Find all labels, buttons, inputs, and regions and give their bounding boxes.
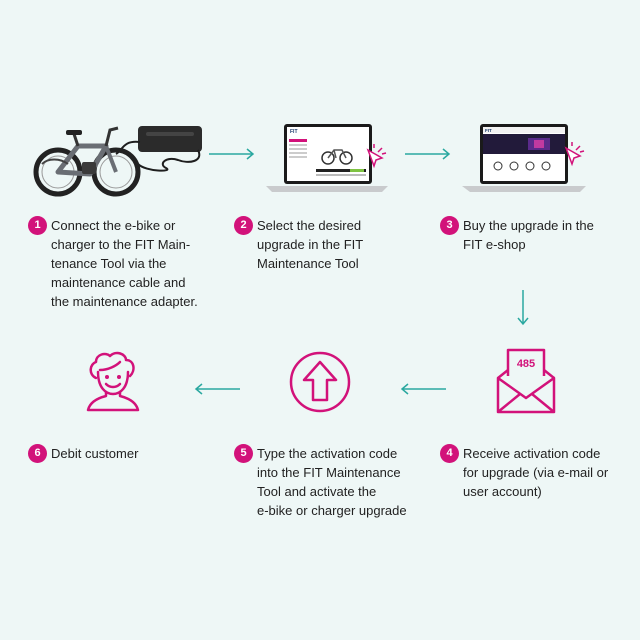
arrow-right-1 (209, 148, 255, 160)
step-badge: 1 (28, 216, 47, 235)
customer-face-icon (86, 351, 140, 412)
envelope-code-icon: 485 (494, 346, 558, 414)
step-3-text: Buy the upgrade in the FIT e-shop (463, 218, 594, 252)
step-badge: 6 (28, 444, 47, 463)
envelope-code: 485 (516, 358, 536, 370)
step-badge: 3 (440, 216, 459, 235)
arrow-left-2 (400, 383, 446, 395)
step-2-text: Select the desired upgrade in the FIT Ma… (257, 218, 364, 271)
step-1-text: Connect the e-bike or charger to the FIT… (51, 218, 198, 309)
svg-text:FIT: FIT (290, 129, 298, 135)
step-badge: 4 (440, 444, 459, 463)
step-badge: 2 (234, 216, 253, 235)
laptop-maintenance-tool-icon: FIT (266, 124, 388, 192)
step-6-text: Debit customer (51, 446, 139, 461)
svg-text:FIT: FIT (485, 128, 492, 133)
step-badge: 5 (234, 444, 253, 463)
arrow-left-1 (194, 383, 240, 395)
laptop-eshop-icon: FIT (462, 124, 586, 192)
arrow-down (517, 290, 529, 326)
ebike-charger-image (33, 126, 202, 197)
step-4-text: Receive activation code for upgrade (via… (463, 446, 609, 499)
upload-arrow-icon (289, 351, 351, 413)
arrow-right-2 (405, 148, 451, 160)
step-5-text: Type the activation code into the FIT Ma… (257, 446, 407, 518)
